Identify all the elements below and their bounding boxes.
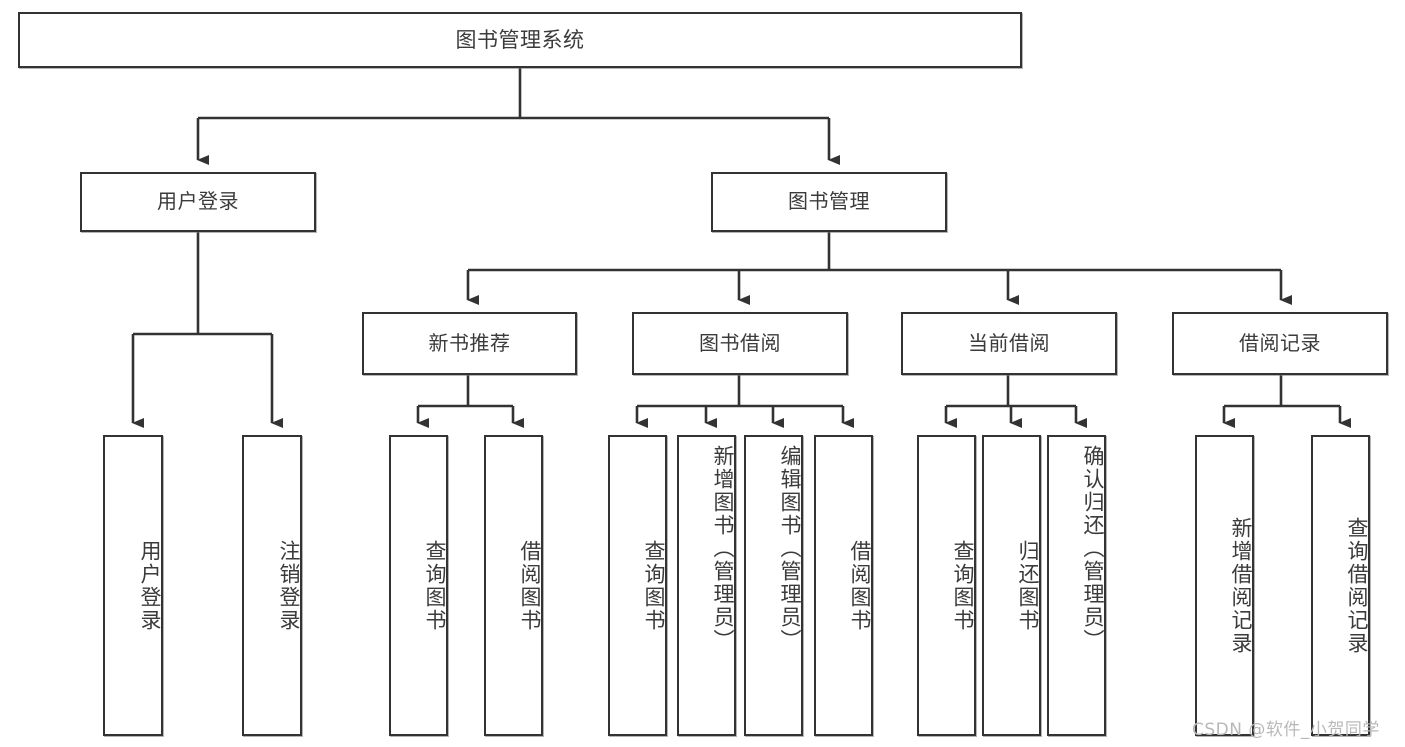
node-user-login[interactable]: 用户登录 [80,172,316,232]
leaf-new-book-query[interactable]: 查询图书 [389,435,448,736]
node-label: 当前借阅 [968,330,1050,355]
node-label: 查询图书 [951,539,975,632]
leaf-current-return-book[interactable]: 归还图书 [982,435,1041,736]
leaf-new-book-borrow[interactable]: 借阅图书 [484,435,543,736]
node-label: 用户登录 [138,539,162,632]
node-label: 查询图书 [423,539,447,632]
node-label: 图书借阅 [699,330,781,355]
leaf-records-query-record[interactable]: 查询借阅记录 [1311,435,1370,736]
node-label: 查询借阅记录 [1345,516,1369,655]
node-label: 归还图书 [1016,539,1040,632]
node-label: 新增借阅记录 [1229,516,1253,655]
node-label: 借阅记录 [1239,330,1321,355]
node-borrow-records[interactable]: 借阅记录 [1172,312,1388,375]
node-label: 确认归还（管理员） [1081,445,1105,652]
node-label: 新书推荐 [428,330,511,355]
node-label: 图书管理 [788,189,870,214]
node-label: 借阅图书 [518,539,542,632]
node-root-library-system[interactable]: 图书管理系统 [18,12,1022,68]
leaf-user-login-signin[interactable]: 用户登录 [103,435,163,736]
csdn-watermark: CSDN @软件_小贺同学 [1192,720,1380,740]
node-label: 查询图书 [642,539,666,632]
node-label: 注销登录 [277,539,301,632]
node-label: 图书管理系统 [455,27,585,52]
node-label: 用户登录 [157,189,239,214]
leaf-user-login-signout[interactable]: 注销登录 [242,435,302,736]
leaf-borrow-query-book[interactable]: 查询图书 [608,435,667,736]
node-label: 编辑图书（管理员） [778,445,802,652]
node-book-borrow[interactable]: 图书借阅 [632,312,848,375]
node-label: 借阅图书 [848,539,872,632]
node-current-borrow[interactable]: 当前借阅 [901,312,1117,375]
leaf-borrow-add-book-admin[interactable]: 新增图书（管理员） [677,435,736,736]
leaf-borrow-borrow-book[interactable]: 借阅图书 [814,435,873,736]
leaf-current-confirm-return-admin[interactable]: 确认归还（管理员） [1047,435,1106,736]
node-label: 新增图书（管理员） [711,445,735,652]
leaf-records-add-record[interactable]: 新增借阅记录 [1195,435,1254,736]
leaf-borrow-edit-book-admin[interactable]: 编辑图书（管理员） [744,435,803,736]
node-book-management[interactable]: 图书管理 [711,172,947,232]
leaf-current-query-book[interactable]: 查询图书 [917,435,976,736]
node-new-book-recommend[interactable]: 新书推荐 [362,312,577,375]
